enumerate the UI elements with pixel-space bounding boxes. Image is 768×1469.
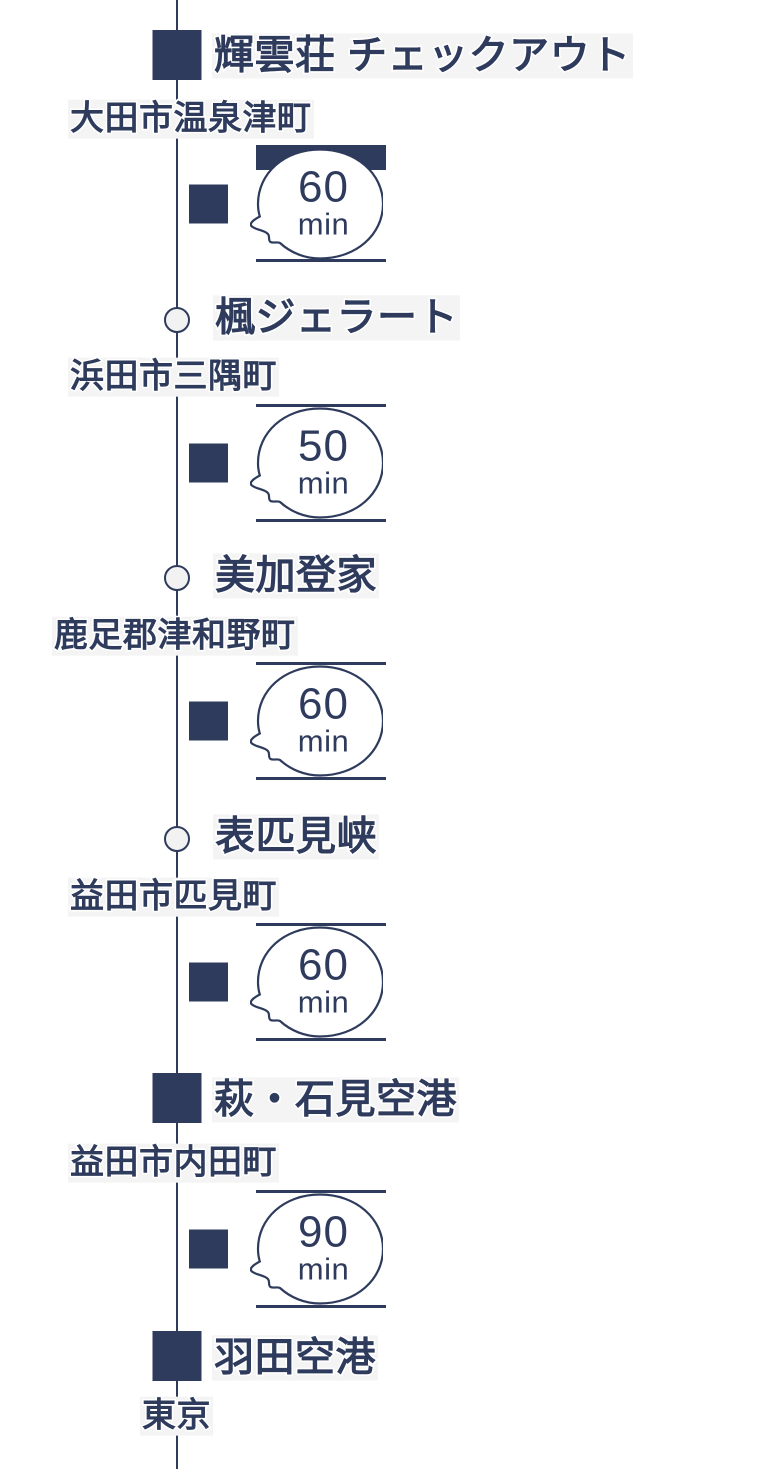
segment-top-rule [256, 662, 386, 665]
timeline-node-square-hagi-iwami-airport[interactable] [152, 1073, 202, 1123]
travel-segment-2: 50 min [0, 404, 768, 522]
timeline-node-circle-mikadoya[interactable] [164, 565, 190, 591]
city-label-haneda-airport: 東京 [140, 1396, 213, 1436]
travel-time-unit: min [297, 1251, 350, 1287]
city-label-kiunso: 大田市温泉津町 [68, 99, 314, 139]
travel-time-unit: min [297, 465, 350, 501]
segment-bottom-rule [256, 1305, 386, 1308]
travel-segment-1: 60 min [0, 145, 768, 262]
travel-time-value: 60 [298, 162, 349, 212]
segment-top-rule [256, 1190, 386, 1193]
travel-time-bubble-5: 90 min [250, 1192, 383, 1307]
city-label-kaede-gelato: 浜田市三隅町 [68, 357, 279, 397]
segment-bottom-rule [256, 519, 386, 522]
travel-time-value: 50 [298, 421, 349, 471]
segment-chip [189, 962, 228, 1002]
station-label-hagi-iwami-airport: 萩・石見空港 [212, 1076, 459, 1123]
travel-segment-4: 60 min [0, 923, 768, 1041]
station-label-kiunso: 輝雲荘 チェックアウト [212, 32, 633, 79]
segment-chip [189, 443, 228, 483]
timeline-spine [176, 0, 178, 1469]
segment-bottom-rule [256, 1038, 386, 1041]
segment-bottom-rule [256, 259, 386, 262]
station-label-omote-hikimi-kyo: 表匹見峡 [213, 813, 379, 860]
city-label-mikadoya: 鹿足郡津和野町 [52, 616, 298, 656]
segment-bottom-rule [256, 777, 386, 780]
timeline-node-circle-kaede-gelato[interactable] [164, 307, 190, 333]
timeline-node-circle-omote-hikimi-kyo[interactable] [164, 826, 190, 852]
segment-chip [189, 701, 228, 741]
travel-segment-3: 60 min [0, 662, 768, 780]
timeline-node-square-kiunso[interactable] [152, 30, 202, 80]
travel-time-value: 60 [298, 940, 349, 990]
segment-chip [189, 184, 228, 223]
travel-time-unit: min [297, 206, 350, 242]
travel-time-value: 90 [298, 1207, 349, 1257]
station-label-haneda-airport: 羽田空港 [212, 1334, 378, 1381]
station-label-kaede-gelato: 楓ジェラート [213, 294, 460, 341]
city-label-omote-hikimi-kyo: 益田市匹見町 [68, 877, 279, 917]
travel-time-value: 60 [298, 679, 349, 729]
travel-time-bubble-4: 60 min [250, 925, 383, 1040]
travel-time-bubble-3: 60 min [250, 664, 383, 779]
travel-time-bubble-1: 60 min [250, 146, 383, 261]
timeline-node-square-haneda-airport[interactable] [152, 1331, 202, 1381]
travel-time-unit: min [297, 723, 350, 759]
segment-chip [189, 1229, 228, 1269]
station-label-mikadoya: 美加登家 [213, 552, 379, 599]
travel-time-unit: min [297, 984, 350, 1020]
segment-top-rule [256, 404, 386, 407]
travel-time-bubble-2: 50 min [250, 406, 383, 521]
travel-segment-5: 90 min [0, 1190, 768, 1308]
segment-top-rule [256, 923, 386, 926]
city-label-hagi-iwami-airport: 益田市内田町 [68, 1143, 279, 1183]
